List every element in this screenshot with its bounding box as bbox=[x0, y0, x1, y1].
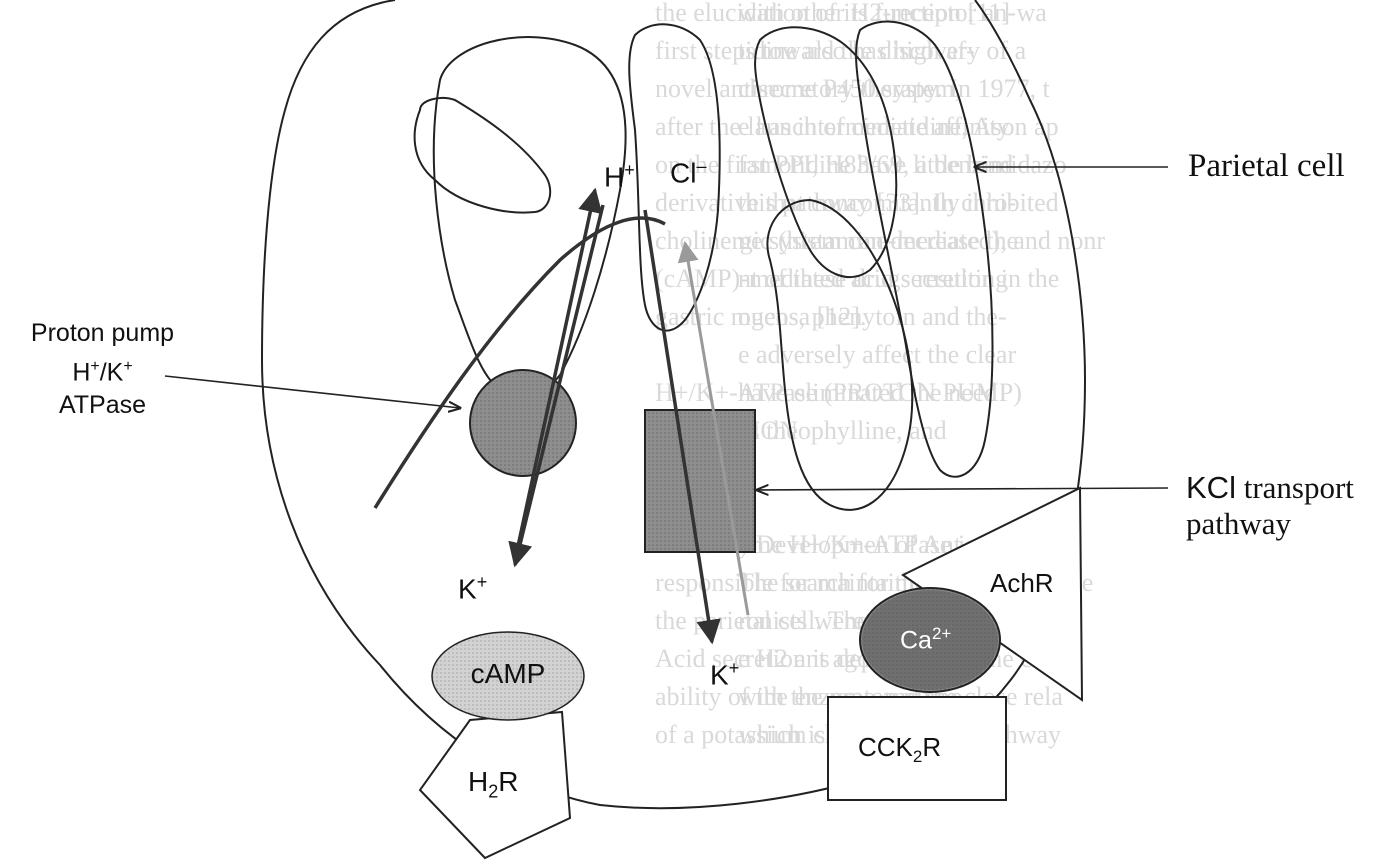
k-plus-left-charge: + bbox=[477, 572, 488, 592]
proton-pump-label: Proton pump H+/K+ ATPase bbox=[10, 317, 195, 422]
calcium-label: Ca2+ bbox=[900, 624, 951, 655]
kcl-label-suffix: transport bbox=[1236, 470, 1354, 505]
canaliculus-right-lower bbox=[767, 200, 912, 510]
h2r-label: H2R bbox=[468, 766, 518, 803]
k-plus-left-label: K+ bbox=[458, 572, 487, 605]
parietal-cell-label: Parietal cell bbox=[1188, 148, 1345, 185]
k-plus-right-label: K+ bbox=[710, 658, 739, 691]
h-plus-base: H bbox=[604, 161, 624, 192]
proton-pump-k: /K bbox=[100, 358, 124, 386]
proton-pump-label-line3: ATPase bbox=[10, 389, 195, 422]
canaliculus-left bbox=[434, 37, 626, 395]
h-plus-label: H+ bbox=[604, 160, 635, 193]
kcl-label-prefix: KCl bbox=[1186, 470, 1236, 505]
kcl-transport-label-line2: pathway bbox=[1186, 506, 1354, 542]
camp-label-text: cAMP bbox=[471, 658, 546, 689]
h2r-subscript: 2 bbox=[488, 782, 498, 802]
proton-pump-label-line1: Proton pump bbox=[10, 317, 195, 350]
proton-pump-h-charge: + bbox=[90, 358, 99, 375]
proton-pump-h: H bbox=[72, 358, 90, 386]
proton-pump-k-charge: + bbox=[123, 358, 132, 375]
calcium-charge: 2+ bbox=[932, 624, 951, 643]
k-plus-right-charge: + bbox=[729, 658, 740, 678]
kcl-transport-label: KCl transport pathway bbox=[1186, 470, 1354, 542]
canaliculus-right-upper bbox=[755, 27, 896, 277]
parietal-cell-label-text: Parietal cell bbox=[1188, 148, 1345, 184]
k-plus-left-base: K bbox=[458, 573, 477, 604]
proton-pump-pointer bbox=[165, 376, 460, 408]
h-plus-charge: + bbox=[624, 160, 635, 180]
h2r-suffix: R bbox=[498, 766, 518, 797]
cck2r-suffix: R bbox=[922, 732, 941, 762]
achr-label: AchR bbox=[990, 568, 1054, 599]
h2r-base: H bbox=[468, 766, 488, 797]
canaliculus-right-tall bbox=[856, 22, 992, 477]
kcl-pointer bbox=[757, 488, 1168, 490]
kcl-transport-label-line1: KCl transport bbox=[1186, 470, 1354, 506]
proton-pump-label-line2: H+/K+ bbox=[10, 350, 195, 389]
camp-label: cAMP bbox=[458, 658, 558, 690]
cl-minus-charge: – bbox=[696, 156, 706, 176]
cl-minus-base: Cl bbox=[670, 157, 696, 188]
cck2r-prefix: CCK bbox=[858, 732, 913, 762]
kcl-transporter bbox=[645, 410, 755, 552]
achr-label-text: AchR bbox=[990, 568, 1054, 598]
k-plus-right-base: K bbox=[710, 659, 729, 690]
cl-minus-label: Cl– bbox=[670, 156, 706, 189]
cck2r-label: CCK2R bbox=[858, 732, 941, 767]
calcium-base: Ca bbox=[900, 626, 932, 654]
cck2r-subscript: 2 bbox=[913, 747, 922, 766]
